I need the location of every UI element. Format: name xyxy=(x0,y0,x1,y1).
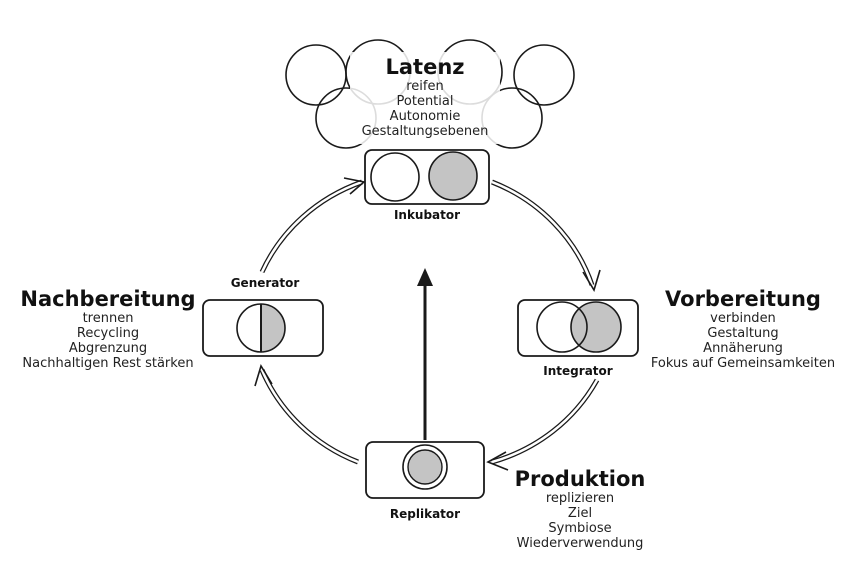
phase-vorbereitung: Vorbereitung verbinden Gestaltung Annähe… xyxy=(638,287,848,371)
phase-vorbereitung-item: Fokus auf Gemeinsamkeiten xyxy=(650,356,836,371)
phase-nachbereitung-item: trennen xyxy=(82,311,134,326)
phase-produktion-item: Ziel xyxy=(567,506,593,521)
phase-latenz-item: Gestaltungsebenen xyxy=(361,124,489,139)
latency-label-backdrop xyxy=(350,52,500,144)
phase-vorbereitung-title: Vorbereitung xyxy=(665,287,821,311)
inkubator-node xyxy=(364,149,490,205)
phase-produktion: Produktion replizieren Ziel Symbiose Wie… xyxy=(500,467,660,551)
phase-latenz-item: reifen xyxy=(406,79,444,94)
phase-latenz-item: Potential xyxy=(396,94,454,109)
inkubator-label: Inkubator xyxy=(393,208,461,222)
phase-nachbereitung-title: Nachbereitung xyxy=(20,287,196,311)
phase-nachbereitung-item: Recycling xyxy=(76,326,140,341)
phase-nachbereitung: Nachbereitung trennen Recycling Abgrenzu… xyxy=(8,287,208,371)
phase-vorbereitung-item: verbinden xyxy=(710,311,776,326)
phase-nachbereitung-item: Abgrenzung xyxy=(68,341,148,356)
arrow-replikator-generator xyxy=(259,369,359,465)
integrator-node xyxy=(517,299,639,357)
integrator-label: Integrator xyxy=(543,364,613,378)
phase-latenz-item: Autonomie xyxy=(389,109,461,124)
phase-latenz-title: Latenz xyxy=(385,55,465,79)
phase-latenz: Latenz reifen Potential Autonomie Gestal… xyxy=(330,55,520,139)
central-arrow xyxy=(417,268,433,440)
phase-produktion-item: Wiederverwendung xyxy=(516,536,644,551)
arrow-integrator-replikator xyxy=(491,378,600,465)
phase-produktion-item: Symbiose xyxy=(548,521,612,536)
phase-vorbereitung-item: Gestaltung xyxy=(707,326,779,341)
replikator-node xyxy=(365,441,485,499)
arrow-inkubator-integrator xyxy=(491,179,595,286)
replikator-label: Replikator xyxy=(389,507,461,521)
phase-vorbereitung-item: Annäherung xyxy=(703,341,783,356)
generator-label: Generator xyxy=(230,276,300,290)
cloud-circle xyxy=(513,44,575,106)
arrow-generator-inkubator xyxy=(259,179,363,274)
cycle-arrows xyxy=(254,177,601,471)
phase-produktion-item: replizieren xyxy=(545,491,615,506)
phase-nachbereitung-item: Nachhaltigen Rest stärken xyxy=(22,356,194,371)
phase-produktion-title: Produktion xyxy=(514,467,646,491)
generator-node xyxy=(202,299,324,357)
